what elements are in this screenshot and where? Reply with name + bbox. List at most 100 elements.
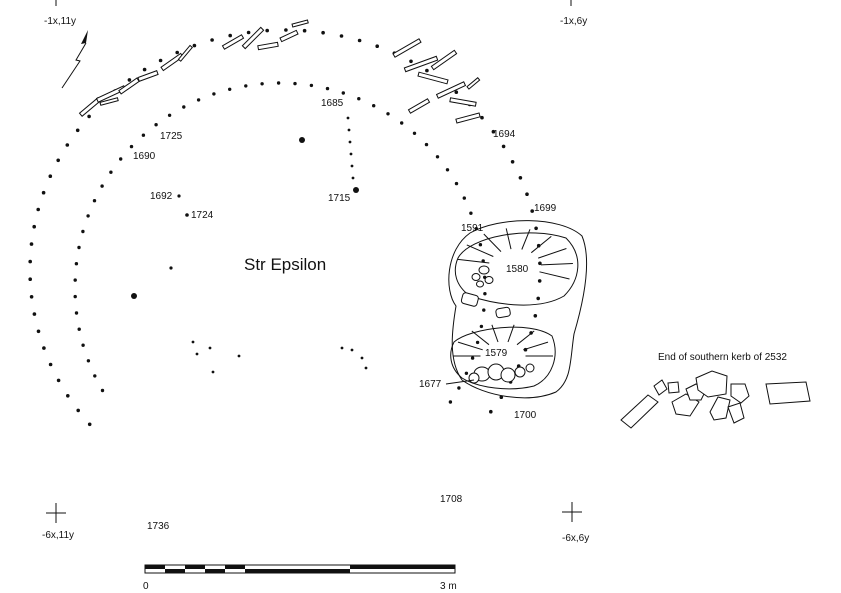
posthole: [499, 395, 504, 400]
posthole: [66, 394, 70, 398]
posthole: [483, 292, 487, 296]
posthole: [210, 38, 214, 42]
posthole: [475, 340, 480, 345]
posthole: [454, 181, 459, 186]
posthole: [536, 243, 541, 248]
posthole: [154, 123, 158, 127]
posthole: [293, 81, 297, 86]
posthole: [357, 97, 361, 101]
posthole: [469, 211, 473, 215]
posthole: [246, 30, 251, 35]
posthole: [341, 91, 345, 95]
grid-label-top-left: -1x,11y: [44, 16, 76, 27]
posthole: [351, 176, 355, 180]
posthole: [536, 296, 540, 301]
posthole: [534, 226, 538, 231]
north-arrow-icon: [61, 30, 88, 89]
posthole: [478, 243, 483, 247]
posthole: [86, 359, 91, 363]
scale-start-label: 0: [143, 581, 149, 592]
feature-points: [131, 137, 368, 374]
label-1591: 1591: [461, 223, 484, 234]
label-1715: 1715: [328, 193, 351, 204]
scale-segment: [350, 565, 455, 569]
scale-segment: [145, 565, 165, 569]
grid-label-top-right: -1x,6y: [560, 16, 587, 27]
hearth-slab-line: [505, 228, 512, 250]
posthole: [425, 68, 429, 73]
posthole: [76, 408, 80, 413]
posthole: [525, 192, 529, 196]
posthole-rings: [28, 28, 542, 427]
label-1694: 1694: [493, 129, 516, 140]
posthole: [75, 128, 80, 133]
posthole: [41, 190, 46, 195]
hearth-slab-line: [539, 271, 570, 280]
grid-label-bottom-left: -6x,11y: [42, 530, 74, 541]
hearth-slab-line: [483, 233, 502, 252]
posthole: [175, 50, 179, 55]
posthole: [537, 279, 542, 283]
posthole: [448, 400, 453, 404]
posthole: [141, 133, 146, 137]
hearth-complex: [445, 220, 588, 399]
label-1736: 1736: [147, 521, 170, 532]
posthole: [349, 152, 353, 156]
posthole: [87, 422, 92, 427]
hearth-slab-line: [466, 244, 494, 257]
label-1700: 1700: [514, 410, 537, 421]
posthole: [530, 209, 534, 213]
posthole: [462, 196, 466, 200]
posthole: [470, 356, 475, 360]
posthole: [86, 214, 90, 218]
label-1580: 1580: [506, 264, 529, 275]
posthole: [100, 388, 105, 393]
posthole: [372, 104, 376, 108]
posthole: [424, 142, 429, 147]
label-1708: 1708: [440, 494, 463, 505]
label-1579: 1579: [485, 348, 508, 359]
posthole: [28, 259, 32, 264]
structure-title: Str Epsilon: [244, 255, 326, 274]
posthole: [119, 157, 123, 161]
posthole: [347, 128, 351, 132]
posthole: [325, 86, 330, 91]
posthole: [81, 229, 85, 234]
scale-end-label: 3 m: [440, 581, 457, 592]
posthole: [348, 140, 352, 144]
posthole: [127, 78, 132, 82]
posthole: [454, 90, 459, 94]
posthole: [480, 115, 484, 120]
posthole: [36, 207, 40, 212]
scale-bar: [144, 564, 456, 574]
hearth-slab-line: [457, 341, 483, 351]
hearth-slab-line: [540, 263, 573, 266]
posthole: [284, 28, 288, 32]
posthole: [276, 81, 281, 85]
posthole: [489, 409, 493, 414]
posthole: [482, 308, 486, 312]
posthole: [65, 143, 70, 147]
posthole: [228, 87, 232, 92]
scale-segment: [225, 565, 245, 569]
posthole: [435, 155, 440, 159]
posthole: [158, 58, 163, 63]
scale-segment: [185, 565, 205, 569]
posthole: [412, 131, 417, 135]
posthole: [167, 113, 172, 118]
posthole: [56, 158, 60, 163]
posthole: [73, 278, 77, 282]
posthole: [518, 176, 523, 180]
label-1685: 1685: [321, 98, 344, 109]
posthole: [77, 327, 81, 331]
posthole: [93, 374, 97, 378]
label-1690: 1690: [133, 151, 156, 162]
hearth-slab-line: [471, 330, 490, 346]
posthole: [87, 114, 91, 119]
posthole: [228, 33, 232, 38]
posthole: [302, 28, 307, 33]
posthole: [386, 112, 390, 116]
posthole: [260, 82, 264, 86]
posthole: [56, 378, 61, 383]
